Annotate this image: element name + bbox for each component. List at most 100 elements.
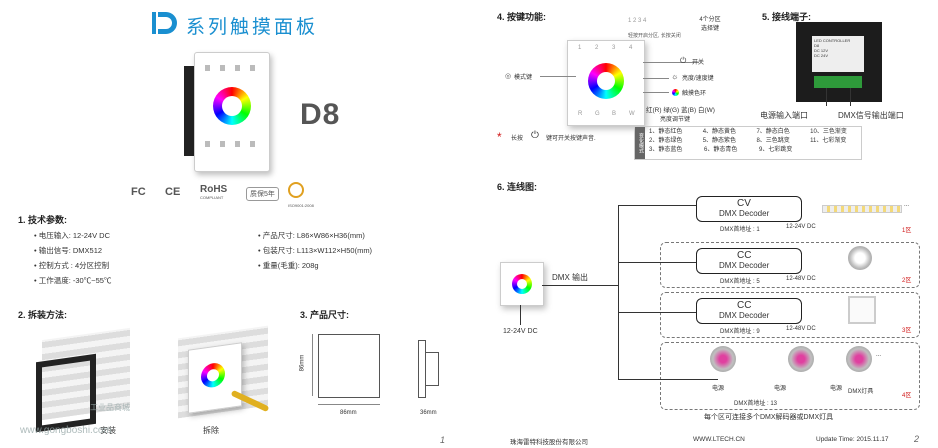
color-ring-icon [672, 89, 679, 96]
mode-cell: 5、静态紫色 [702, 138, 737, 144]
decoder-2-addr: DMX首地址 : 5 [720, 279, 760, 285]
dmx-bus-horizontal [542, 285, 618, 286]
mode-cell: 8、三色跳变 [756, 138, 790, 144]
zone-3-box [660, 292, 920, 338]
mode-cell: 10、三色渐变 [810, 129, 847, 135]
product-photo [184, 52, 270, 172]
mode-cell: 1、静态红色 [649, 129, 683, 135]
power-in-label: 电源输入端口 [760, 111, 808, 120]
leader-2 [643, 78, 669, 79]
watermark: www.gongboshi.com [20, 425, 112, 436]
spec-item: 包装尺寸: L113×W112×H50(mm) [258, 243, 372, 258]
rohs-sub: COMPLIANT [200, 195, 224, 200]
power-label-1: 电源 [712, 386, 725, 392]
mode-key-leader [540, 76, 576, 77]
install-label: 安装 [100, 426, 116, 435]
long-press-label: 长按 [511, 136, 524, 142]
decoder-1-volt: 12-24V DC [786, 224, 816, 230]
decoder-1: CV DMX Decoder [696, 196, 802, 222]
spec-item: 输出信号: DMX512 [34, 243, 111, 258]
zone-3-label: 3区 [902, 328, 912, 334]
dmx-lamp-3 [846, 346, 872, 372]
width-dim-line [318, 404, 380, 405]
rohs-mark: RoHS COMPLIANT [200, 184, 227, 200]
brand-logo [150, 10, 178, 36]
spec-item: 重量(毛重): 208g [258, 258, 372, 273]
side-view [418, 340, 439, 398]
iso-mark: ISO9001:2008 [288, 182, 314, 208]
color-ring-label: 触摸色环 [682, 91, 707, 97]
label-title: LED CONTROLLER [814, 38, 851, 43]
dmx-bus-vertical [618, 205, 619, 380]
leader-3 [643, 92, 669, 93]
decoder-1-name: DMX Decoder [719, 209, 770, 218]
panel-supply-line [520, 305, 521, 325]
decoder-3: CC DMX Decoder [696, 298, 802, 324]
wiring-dmx-out: DMX 输出 [552, 273, 588, 282]
strip-dots: ... [904, 202, 910, 208]
downlight [848, 246, 872, 270]
mode-cell: 3、静态蓝色 [649, 147, 683, 153]
page-number-right: 2 [914, 434, 920, 444]
panel-key-r[interactable]: R [578, 111, 583, 117]
page-title: 系列触摸面板 [186, 17, 319, 38]
led-strip [822, 205, 902, 213]
model-logo: D8 [300, 98, 341, 131]
power-label-2: 电源 [774, 386, 787, 392]
remove-label: 拆除 [203, 426, 219, 435]
mode-cell: 6、静态青色 [704, 147, 738, 153]
mode-cell: 2、静态绿色 [649, 138, 683, 144]
footer-company: 珠海雷特科技股份有限公司 [510, 439, 588, 446]
mode-cell: 7、静态白色 [756, 129, 790, 135]
decoder-3-addr: DMX首地址 : 9 [720, 329, 760, 335]
decoder-2-volt: 12-48V DC [786, 276, 816, 282]
mode-table-body: 1、静态红色 4、静态黄色 7、静态白色 10、三色渐变 2、静态绿色 5、静态紫色 8、… [649, 128, 859, 155]
page-number-left: 1 [440, 435, 446, 445]
panel-key-g[interactable]: G [595, 111, 600, 117]
controller-back: LED CONTROLLER D8 DC 12V DC 24V [796, 22, 882, 102]
specs-right-list: 产品尺寸: L86×W86×H36(mm) 包装尺寸: L113×W112×H5… [258, 228, 372, 273]
panel-key-4[interactable]: 4 [629, 45, 633, 51]
specs-left-list: 电压输入: 12-24V DC 输出信号: DMX512 控制方式 : 4分区控… [34, 228, 112, 288]
decoder-3-type: CC [737, 300, 752, 311]
brightness-key-label: 亮度/速度键 [682, 76, 714, 82]
zone-2-label: 2区 [902, 278, 912, 284]
sun-icon: ☼ [671, 72, 679, 81]
footer-update: Update Time: 2015.11.17 [816, 436, 889, 443]
mode-cell: 11、七彩渐变 [810, 138, 847, 144]
mode-key-label: 模式键 [514, 75, 533, 81]
zone-sub: 轻按开启分区, 长按关闭 [628, 33, 681, 39]
decoder-3-volt: 12-48V DC [786, 326, 816, 332]
rohs-label: RoHS [200, 184, 228, 195]
terminal-heading: 5. 接线端子: [762, 12, 812, 22]
zone-4-feed [618, 379, 718, 380]
panel-key-2[interactable]: 2 [595, 45, 599, 51]
long-press-rest: 键可开关按键声音. [546, 136, 596, 142]
mode-table-header: 变化模式 [635, 127, 645, 159]
dmx-lamp-2 [788, 346, 814, 372]
asterisk-icon: * [497, 130, 502, 144]
panel-key-w[interactable]: W [629, 111, 635, 117]
zone-3-feed [618, 312, 696, 313]
zone-4-addr: DMX首地址 : 13 [734, 401, 778, 407]
iso-label: ISO9001:2008 [288, 203, 314, 208]
lamp-dots: ... [876, 352, 882, 358]
label-v: DC 12V [814, 48, 829, 53]
power-port-line [826, 88, 827, 106]
dimensions-heading: 3. 产品尺寸: [300, 310, 350, 320]
power-icon-inline: ⏻ [531, 130, 539, 141]
front-view [318, 334, 380, 398]
label-model: D8 [814, 43, 820, 48]
dmx-lamp-1 [710, 346, 736, 372]
panel-key-1[interactable]: 1 [578, 45, 582, 51]
zone-2-box [660, 242, 920, 288]
color-wheel[interactable] [588, 63, 624, 99]
install-illustration [22, 327, 132, 433]
remove-illustration [170, 325, 280, 428]
panel-key-3[interactable]: 3 [612, 45, 616, 51]
warranty-mark: 质保5年 [246, 187, 279, 201]
lamp-label: DMX灯具 [848, 389, 874, 395]
mode-cell: 4、静态黄色 [702, 129, 737, 135]
panel-key-b[interactable]: B [612, 111, 617, 117]
rgbw-label: 红(R) 绿(G) 蓝(B) 白(W) [646, 107, 715, 114]
